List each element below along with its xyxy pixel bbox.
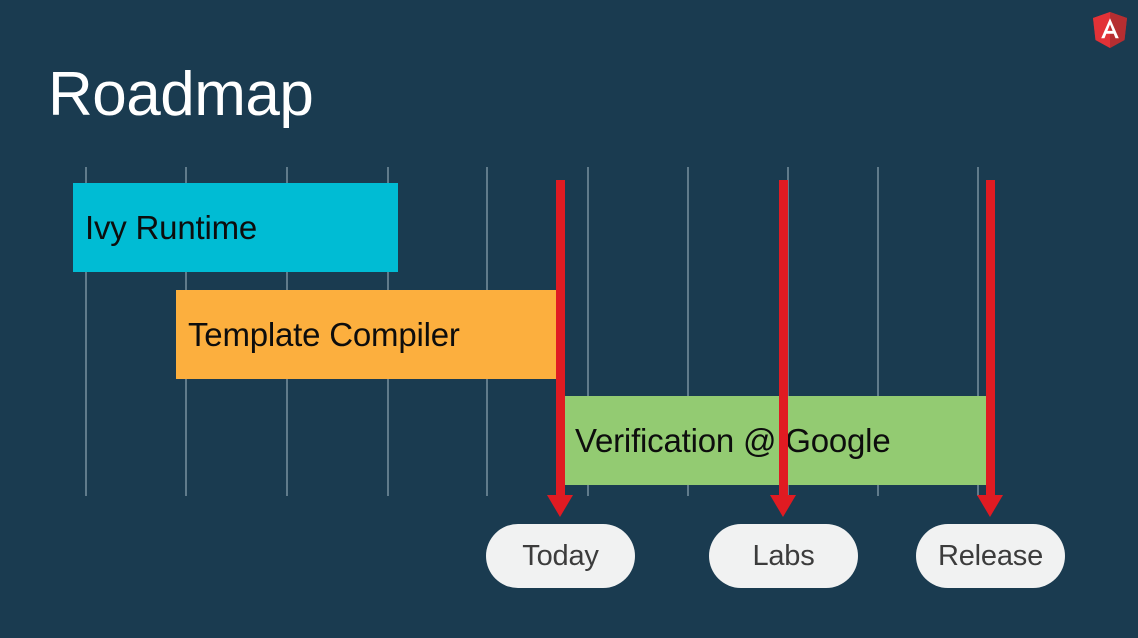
arrow-shaft	[986, 180, 995, 495]
bar-template-compiler: Template Compiler	[176, 290, 557, 379]
bar-ivy-runtime: Ivy Runtime	[73, 183, 398, 272]
milestone-pill-label: Labs	[752, 539, 815, 572]
gridline	[977, 167, 979, 496]
bar-label: Verification @ Google	[575, 421, 891, 459]
milestone-pill-label: Today	[522, 539, 599, 572]
gridline	[587, 167, 589, 496]
bar-verification-at-google: Verification @ Google	[563, 396, 989, 485]
angular-logo-icon	[1093, 12, 1127, 48]
milestone-pill-today[interactable]: Today	[486, 524, 635, 588]
arrow-shaft	[556, 180, 565, 495]
arrow-shaft	[779, 180, 788, 495]
bar-label: Template Compiler	[188, 315, 460, 353]
arrow-head	[547, 495, 573, 517]
milestone-pill-label: Release	[938, 539, 1043, 572]
arrow-head	[977, 495, 1003, 517]
gridline	[687, 167, 689, 496]
gridline	[877, 167, 879, 496]
bar-label: Ivy Runtime	[85, 208, 258, 246]
arrow-head	[770, 495, 796, 517]
gridline	[787, 167, 789, 496]
page-title: Roadmap	[48, 60, 314, 129]
milestone-pill-release[interactable]: Release	[916, 524, 1065, 588]
gridline	[85, 167, 87, 496]
milestone-pill-labs[interactable]: Labs	[709, 524, 858, 588]
